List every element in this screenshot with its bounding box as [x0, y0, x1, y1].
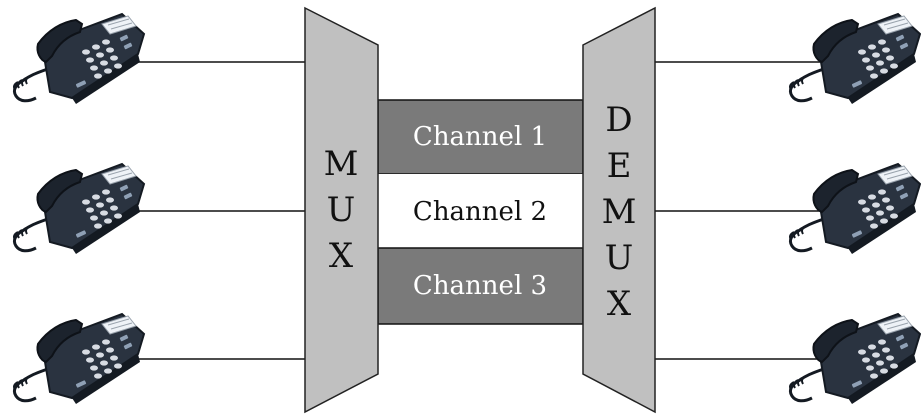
mux-letter-3: X	[329, 236, 354, 276]
channel-3: Channel 3	[377, 247, 584, 325]
channel-3-band	[377, 247, 584, 325]
channel-1: Channel 1	[377, 99, 584, 175]
mux-shape	[304, 6, 379, 414]
right-telephone-icon-2	[788, 162, 921, 256]
channel-1-label: Channel 1	[413, 122, 547, 152]
left-telephone-icon-3	[12, 312, 146, 406]
channel-2-band	[378, 174, 583, 248]
demux-letter-1: D	[605, 100, 632, 140]
channel-2-label: Channel 2	[413, 197, 547, 227]
channel-2: Channel 2	[378, 174, 583, 248]
demux-letter-3: M	[602, 192, 637, 232]
mux-letter-2: U	[327, 190, 356, 230]
left-telephone-icon-1	[12, 12, 146, 106]
right-telephone-icon-1	[788, 12, 921, 106]
demux-block: D E M U X	[582, 6, 656, 414]
demux-letter-4: U	[605, 238, 634, 278]
mux-block: M U X	[304, 6, 379, 414]
demux-shape	[582, 6, 656, 414]
demux-letter-2: E	[607, 146, 632, 186]
demux-letter-5: X	[607, 284, 632, 324]
mux-letter-1: M	[324, 144, 359, 184]
channel-3-label: Channel 3	[413, 271, 547, 301]
left-telephone-icon-2	[12, 162, 146, 256]
